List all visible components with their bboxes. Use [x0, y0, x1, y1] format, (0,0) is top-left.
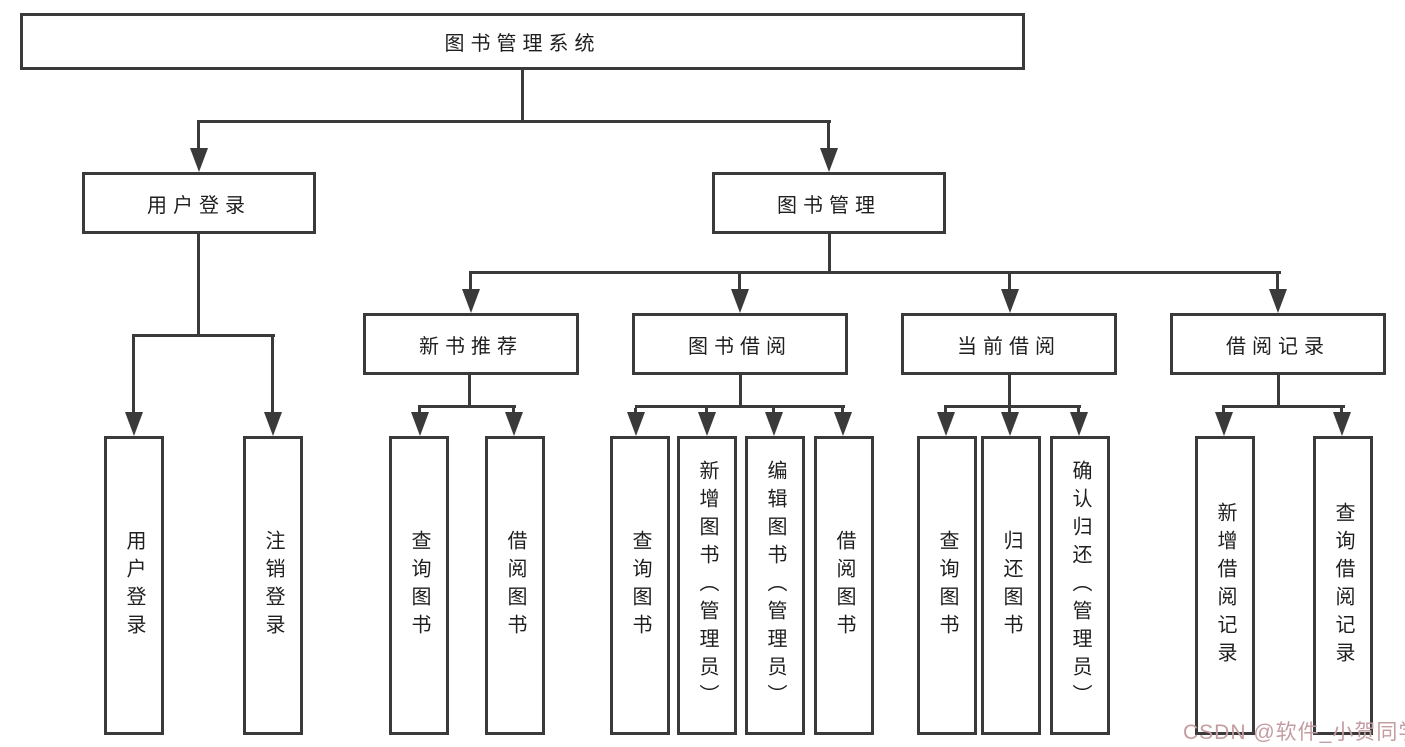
arrow-down-icon	[1001, 408, 1019, 436]
arrow-down-icon	[1001, 274, 1019, 313]
watermark-text: CSDN @软件_小贺同学	[1183, 721, 1405, 744]
node-label-leaf-query-borrow-record: 查询借阅记录	[1332, 501, 1354, 670]
connector-user-login-stem	[197, 234, 200, 334]
arrow-down-icon	[820, 123, 838, 172]
node-label-user-login: 用户登录	[147, 194, 251, 217]
connector-book-management-stem	[828, 234, 831, 274]
node-label-leaf-borrow-books-2: 借阅图书	[833, 529, 855, 642]
connector-root-bar	[197, 120, 831, 123]
node-label-book-management: 图书管理	[777, 194, 881, 217]
connector-new-book-stem	[468, 375, 471, 405]
node-label-book-borrow: 图书借阅	[688, 335, 792, 358]
arrow-down-icon	[1333, 408, 1351, 436]
node-box-leaf-borrow-books-1: 借阅图书	[485, 436, 545, 735]
node-box-new-book-recommend: 新书推荐	[363, 313, 579, 375]
node-box-leaf-query-books-3: 查询图书	[917, 436, 977, 735]
node-box-leaf-return-books: 归还图书	[981, 436, 1041, 735]
node-box-leaf-edit-books-admin: 编辑图书（管理员）	[745, 436, 805, 735]
arrow-down-icon	[190, 123, 208, 172]
node-box-borrow-records: 借阅记录	[1170, 313, 1386, 375]
arrow-down-icon	[937, 408, 955, 436]
arrow-down-icon	[1269, 274, 1287, 313]
connector-current-borrow-stem	[1008, 375, 1011, 405]
node-box-current-borrow: 当前借阅	[901, 313, 1117, 375]
node-label-leaf-add-books-admin: 新增图书（管理员）	[696, 459, 718, 712]
connector-current-borrow-bar	[944, 405, 1081, 408]
arrow-down-icon	[505, 408, 523, 436]
node-label-leaf-query-books-1: 查询图书	[408, 529, 430, 642]
arrow-down-icon	[1070, 408, 1088, 436]
connector-user-login-bar	[132, 334, 275, 337]
connector-book-borrow-bar	[635, 405, 845, 408]
node-box-book-management: 图书管理	[712, 172, 946, 234]
node-box-leaf-query-books-2: 查询图书	[610, 436, 670, 735]
arrow-down-icon	[462, 274, 480, 313]
node-label-current-borrow: 当前借阅	[957, 335, 1061, 358]
node-label-borrow-records: 借阅记录	[1226, 335, 1330, 358]
node-box-user-login: 用户登录	[82, 172, 316, 234]
arrow-down-icon	[765, 408, 783, 436]
node-box-leaf-add-books-admin: 新增图书（管理员）	[677, 436, 737, 735]
node-box-leaf-confirm-return-admin: 确认归还（管理员）	[1050, 436, 1110, 735]
arrow-down-icon	[731, 274, 749, 313]
node-label-leaf-user-login: 用户登录	[123, 529, 145, 642]
connector-new-book-bar	[418, 405, 516, 408]
node-box-leaf-query-books-1: 查询图书	[389, 436, 449, 735]
connector-root-stem	[521, 70, 524, 120]
node-label-leaf-query-books-3: 查询图书	[936, 529, 958, 642]
node-label-leaf-borrow-books-1: 借阅图书	[504, 529, 526, 642]
arrow-down-icon	[411, 408, 429, 436]
node-label-leaf-edit-books-admin: 编辑图书（管理员）	[764, 459, 786, 712]
arrow-down-icon	[125, 337, 143, 436]
node-label-leaf-query-books-2: 查询图书	[629, 529, 651, 642]
arrow-down-icon	[264, 337, 282, 436]
connector-book-borrow-stem	[739, 375, 742, 405]
node-box-leaf-user-login: 用户登录	[104, 436, 164, 735]
arrow-down-icon	[834, 408, 852, 436]
node-box-system: 图书管理系统	[20, 13, 1025, 70]
node-label-leaf-add-borrow-record: 新增借阅记录	[1214, 501, 1236, 670]
node-label-leaf-return-books: 归还图书	[1000, 529, 1022, 642]
node-label-new-book-recommend: 新书推荐	[419, 335, 523, 358]
arrow-down-icon	[698, 408, 716, 436]
node-label-system: 图书管理系统	[444, 33, 601, 55]
connector-borrow-records-bar	[1222, 405, 1345, 408]
connector-borrow-records-stem	[1277, 375, 1280, 405]
arrow-down-icon	[1215, 408, 1233, 436]
node-box-leaf-logout: 注销登录	[243, 436, 303, 735]
node-box-leaf-add-borrow-record: 新增借阅记录	[1195, 436, 1255, 735]
node-label-leaf-logout: 注销登录	[262, 529, 284, 642]
node-box-leaf-borrow-books-2: 借阅图书	[814, 436, 874, 735]
node-label-leaf-confirm-return-admin: 确认归还（管理员）	[1069, 459, 1091, 712]
node-box-book-borrow: 图书借阅	[632, 313, 848, 375]
connector-book-management-bar	[469, 271, 1281, 274]
arrow-down-icon	[627, 408, 645, 436]
node-box-leaf-query-borrow-record: 查询借阅记录	[1313, 436, 1373, 735]
